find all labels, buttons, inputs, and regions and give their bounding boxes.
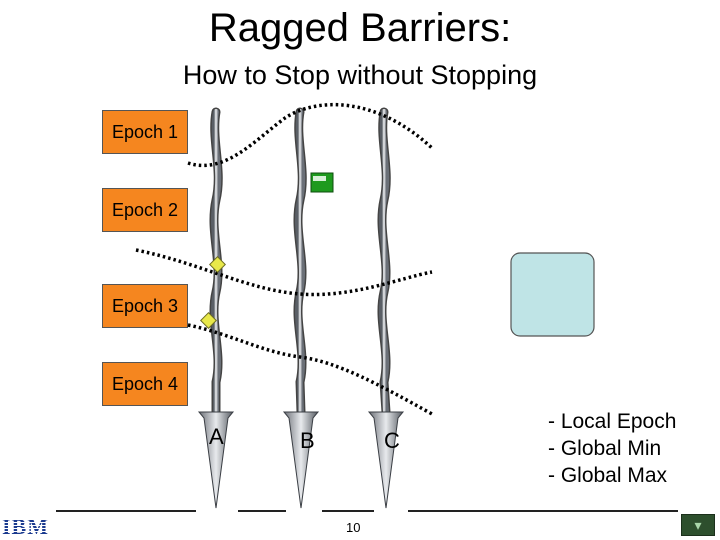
thread-b-needle [282,107,320,509]
local-epoch-marker-1 [209,256,226,273]
thread-label-c: C [384,428,400,453]
barrier-line-1 [187,102,434,168]
footer-rule-right [408,510,678,512]
epoch-3-box: Epoch 3 [102,284,188,328]
barrier-line-2 [135,248,433,297]
page-number: 10 [346,520,361,535]
thread-label-a: A [209,424,224,449]
footer-rule-mid-left [238,510,286,512]
legend-item-local-epoch: - Local Epoch [548,410,677,433]
epoch-1-box: Epoch 1 [102,110,188,154]
barrier-line-3 [187,323,433,416]
footer-rule-mid-right [322,510,374,512]
epoch-2-box: Epoch 2 [102,188,188,232]
empty-panel [510,252,595,337]
slide-title: Ragged Barriers: [208,6,512,50]
slide-subtitle: How to Stop without Stopping [182,60,538,90]
legend-item-global-min: - Global Min [548,437,662,460]
terminal-icon [310,172,334,193]
ibm-logo-icon: IBM [2,514,49,539]
legend: - Local Epoch - Global Min - Global Max [548,408,676,489]
footer-rule-left [56,510,196,512]
navigation-icon[interactable]: ▾ [681,514,715,536]
thread-label-b: B [300,428,315,453]
thread-c-needle [367,107,405,509]
epoch-4-box: Epoch 4 [102,362,188,406]
thread-a-needle [197,107,235,509]
local-epoch-marker-2 [200,312,217,329]
legend-item-global-max: - Global Max [548,464,668,487]
